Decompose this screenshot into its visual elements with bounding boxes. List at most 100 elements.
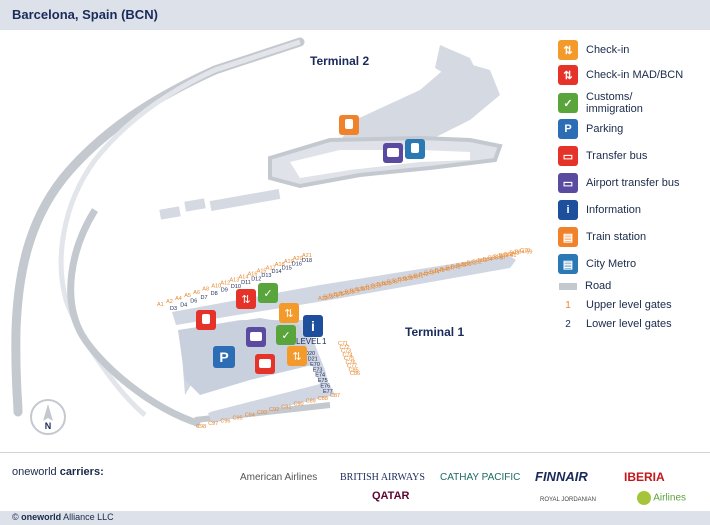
legend-item: ▭Transfer bus <box>558 146 647 166</box>
legend-item: ✓ Customs/ immigration <box>558 91 643 115</box>
gate-label: B43 <box>424 271 434 277</box>
gate-label: E77 <box>323 389 333 395</box>
gate-label: A16 <box>248 271 258 277</box>
gate-label: B52 <box>472 259 482 265</box>
gate-label: C76 <box>346 360 356 366</box>
legend-item: ▤Train station <box>558 227 646 247</box>
gate-label: C73 <box>341 349 351 355</box>
gate-label: B39 <box>403 276 413 282</box>
svg-text:⇅: ⇅ <box>292 351 301 363</box>
logo-cathay-pacific: CATHAY PACIFIC <box>440 472 521 483</box>
page-title: Barcelona, Spain (BCN) <box>12 7 158 22</box>
gate-label: B55-57 <box>488 256 506 262</box>
check-in-icon: ⇅ <box>287 346 307 366</box>
terminal-2-building <box>435 45 478 80</box>
gate-label: B34 <box>377 282 387 288</box>
legend-label: Information <box>586 204 642 216</box>
gate-label: C70 <box>520 248 530 254</box>
legend-label: Airport transfer bus <box>586 177 680 189</box>
gate-label: B47 <box>446 266 456 272</box>
legend-label: Customs/ immigration <box>586 91 643 115</box>
compass-north-label: N <box>45 421 52 431</box>
check-in-mad-bcn-icon: ⇅ <box>558 65 578 85</box>
gate-label: B46 <box>440 267 450 273</box>
divider <box>0 452 710 453</box>
airport-transfer-bus-icon <box>246 327 266 347</box>
transfer-bus-icon <box>255 354 275 374</box>
gate-label: A17 <box>266 265 276 271</box>
gate-label: A10 <box>211 284 221 290</box>
gate-label: C86 <box>350 371 360 377</box>
gate-label: B41 <box>414 273 424 279</box>
customs-icon: ✓ <box>558 93 578 113</box>
legend-label: City Metro <box>586 258 637 270</box>
gate-label: C90 <box>294 402 304 408</box>
train-station-icon: ▤ <box>558 227 578 247</box>
logo-iberia: IBERIA <box>624 470 665 484</box>
gate-label: C89 <box>306 399 316 405</box>
logo-finnair: FINNAIR <box>535 469 588 484</box>
gate-label: B25 <box>334 292 344 298</box>
gate-label: A15 <box>257 268 267 274</box>
train-station-icon <box>339 115 359 135</box>
customs-icon: ✓ <box>276 325 296 345</box>
terminal-1-label: Terminal 1 <box>405 325 464 339</box>
gate-label: B30 <box>355 287 365 293</box>
gate-label: B23 <box>323 295 333 301</box>
gate-label: B26 <box>339 291 349 297</box>
carriers-title: oneworld carriers: <box>12 466 104 478</box>
gate-label: B62 <box>504 252 514 258</box>
gate-label: C96 <box>220 418 230 424</box>
gate-label: D9 <box>221 288 228 294</box>
gate-label: B44 <box>430 270 440 276</box>
gate-label: C93 <box>257 410 267 416</box>
airport-transfer-bus-icon <box>383 143 403 163</box>
road <box>11 37 305 417</box>
gate-label: C87 <box>330 393 340 399</box>
gate-label: C72 <box>340 345 350 351</box>
gate-label: A5 <box>184 293 191 299</box>
gate-label: B38 <box>398 277 408 283</box>
gate-label: B50 <box>462 262 472 268</box>
terminal-2-building <box>408 89 467 131</box>
gate-label: D8 <box>211 291 218 297</box>
svg-text:✓: ✓ <box>263 288 272 300</box>
gate-label: B33 <box>371 283 381 289</box>
terminal-2-label: Terminal 2 <box>310 54 369 68</box>
road-swatch <box>559 282 577 290</box>
upper-level-number: 1 <box>565 299 571 311</box>
gate-label: C75 <box>344 356 354 362</box>
gate-label: E70 <box>310 362 320 368</box>
gate-label: B40 <box>408 275 418 281</box>
gate-label: A1 <box>157 302 164 308</box>
gate-label: D18 <box>302 258 312 264</box>
gate-label: E74 <box>315 373 325 379</box>
gate-label: D6 <box>190 299 197 305</box>
information-icon: i <box>558 200 578 220</box>
check-in-mad-bcn-icon: ⇅ <box>236 289 256 309</box>
lower-level-number: 2 <box>565 318 571 330</box>
gate-label: D4 <box>180 302 187 308</box>
level-number: 1 <box>322 337 327 346</box>
gate-label: B36 <box>387 280 397 286</box>
legend-label: Road <box>585 280 612 292</box>
legend-item: ▭Airport transfer bus <box>558 173 680 193</box>
svg-text:P: P <box>219 349 228 365</box>
gate-label: B45 <box>435 268 445 274</box>
gate-label: B37 <box>392 278 402 284</box>
gate-label: D21 <box>308 356 318 362</box>
gate-label: D16 <box>292 262 302 268</box>
gate-label: B35 <box>382 281 392 287</box>
gate-label: B49 <box>456 263 466 269</box>
terminal-2-building <box>184 198 206 212</box>
gate-label: B29 <box>350 288 360 294</box>
gate-label: B51 <box>467 261 477 267</box>
gate-label: C88 <box>318 396 328 402</box>
legend-item: ⇅Check-in MAD/BCN <box>558 65 683 85</box>
gate-label: E76 <box>320 384 330 390</box>
customs-icon: ✓ <box>258 283 278 303</box>
